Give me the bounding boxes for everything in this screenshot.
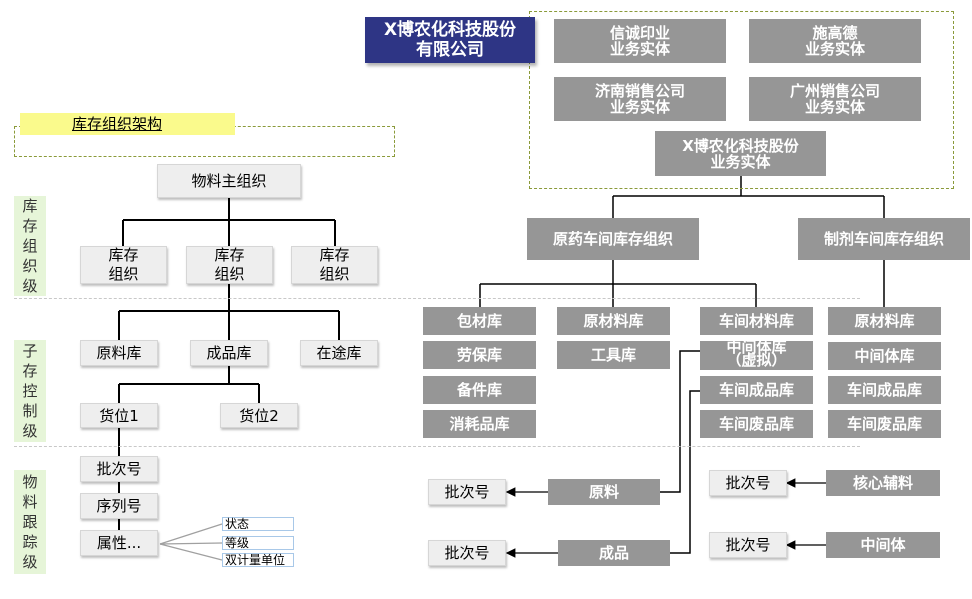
wh-zhongjianti: 中间体库: [828, 342, 941, 370]
level-separator-1: [14, 298, 860, 299]
material-zhongjianti: 中间体: [826, 532, 940, 558]
business-entities-frame: [529, 11, 954, 189]
wh-chejianchengpin-2: 车间成品库: [828, 376, 941, 404]
wh-chejianfeipin-2: 车间废品库: [828, 410, 941, 438]
level-label-zicun: 子 存 控 制 级: [14, 340, 46, 442]
wh-chejianchengpin-1: 车间成品库: [700, 376, 813, 404]
org-zhiji: 制剂车间库存组织: [798, 218, 970, 260]
wh-xiaohao: 消耗品库: [423, 410, 536, 438]
attr-status: 状态: [222, 517, 294, 531]
company-title-box: X博农化科技股份 有限公司: [365, 17, 535, 63]
section-title-text: 库存组织架构: [72, 115, 163, 133]
level-label-wuliao: 物 料 跟 踪 级: [14, 470, 46, 574]
inv-org-box-3: 库存 组织: [291, 246, 378, 284]
material-chengpin: 成品: [558, 540, 670, 566]
entity-guangzhou: 广州销售公司 业务实体: [749, 77, 921, 121]
wh-chejiancailiao: 车间材料库: [700, 307, 813, 335]
master-org-box: 物料主组织: [157, 164, 301, 198]
wh-baocai: 包材库: [423, 307, 536, 335]
batch-number-4: 批次号: [709, 532, 787, 558]
wh-yuancailiao-1: 原材料库: [557, 307, 670, 335]
wh-chejianfeipin-1: 车间废品库: [700, 410, 813, 438]
level-separator-2: [14, 446, 860, 447]
company-title-line2: 有限公司: [416, 40, 484, 60]
entity-shigaode: 施高德 业务实体: [749, 19, 921, 63]
entity-jinan: 济南销售公司 业务实体: [554, 77, 726, 121]
location-1-box: 货位1: [80, 403, 158, 428]
entity-xbo: X博农化科技股份 业务实体: [655, 131, 826, 176]
wh-gongju: 工具库: [557, 341, 670, 369]
wh-laobao: 劳保库: [423, 341, 536, 369]
batch-number-3: 批次号: [709, 470, 787, 496]
raw-warehouse-box: 原料库: [80, 340, 158, 366]
transit-warehouse-box: 在途库: [300, 340, 378, 366]
inv-org-box-1: 库存 组织: [80, 246, 167, 284]
location-2-box: 货位2: [220, 403, 298, 428]
company-title-line1: X博农化科技股份: [383, 20, 517, 40]
attr-dual-uom: 双计量单位: [222, 553, 294, 567]
batch-number-2: 批次号: [428, 540, 506, 566]
entity-xincheng: 信诚印业 业务实体: [554, 19, 726, 63]
batch-number-1: 批次号: [428, 479, 506, 505]
attribute-box: 属性...: [80, 530, 158, 556]
serial-number-box: 序列号: [80, 493, 158, 519]
fg-warehouse-box: 成品库: [190, 340, 268, 366]
attr-grade: 等级: [222, 536, 294, 550]
wh-beijian: 备件库: [423, 376, 536, 404]
wh-zhongjianti-virtual: 中间体库 （虚拟）: [700, 341, 813, 370]
wh-yuancailiao-2: 原材料库: [828, 307, 941, 335]
section-title: 库存组织架构: [20, 113, 235, 135]
material-yuanliao: 原料: [548, 479, 660, 505]
level-label-kucun: 库 存 组 织 级: [14, 196, 46, 296]
org-yuanyao: 原药车间库存组织: [527, 218, 699, 260]
material-hexinfuliao: 核心辅料: [826, 470, 940, 496]
inv-org-box-2: 库存 组织: [186, 246, 273, 284]
batch-number-box: 批次号: [80, 456, 158, 482]
